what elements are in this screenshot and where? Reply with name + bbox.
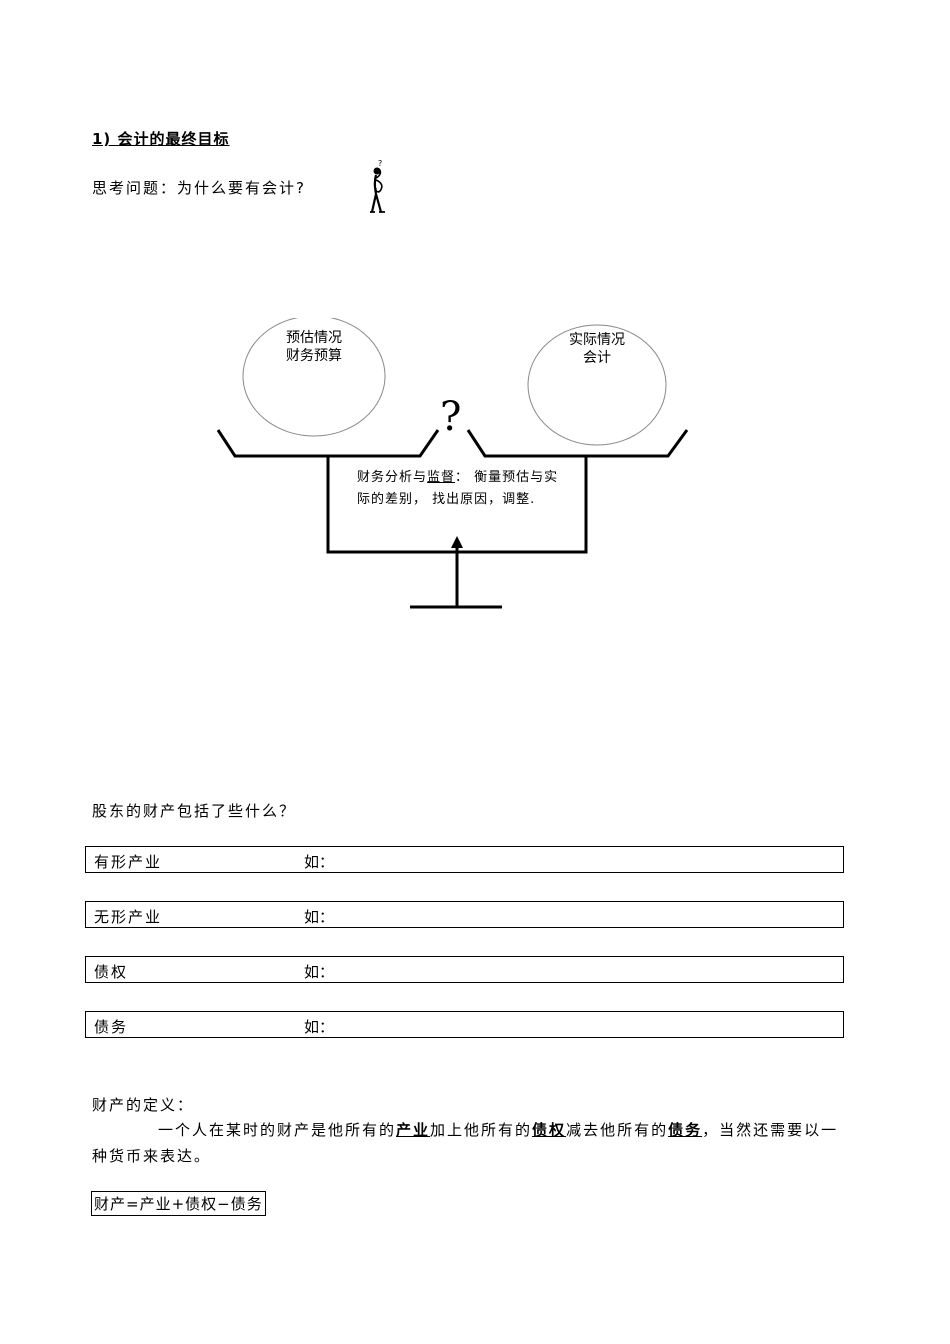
estimate-ellipse: [242, 318, 386, 437]
thinking-question: 思考问题：为什么要有会计?: [92, 179, 306, 197]
svg-text:?: ?: [378, 159, 382, 168]
right-scale-pan: [466, 429, 689, 458]
assets-question: 股东的财产包括了些什么？: [92, 802, 297, 820]
left-scale-pan: [216, 429, 440, 458]
question-mark: ?: [440, 394, 462, 440]
definition-body: 一个人在某时的财产是他所有的产业加上他所有的债权减去他所有的债务，当然还需要以一…: [92, 1121, 839, 1165]
estimate-label: 预估情况 财务预算: [286, 330, 342, 364]
thinking-person-icon: ?: [370, 159, 385, 213]
definition-title: 财产的定义：: [92, 1096, 195, 1114]
balance-diagram: [216, 318, 689, 609]
actual-ellipse: [527, 324, 667, 446]
section-heading: 1) 会计的最终目标: [92, 130, 230, 148]
asset-row-claims: 债权 如：: [85, 956, 844, 983]
asset-row-tangible: 有形产业 如：: [85, 846, 844, 873]
asset-row-debts: 债务 如：: [85, 1011, 844, 1038]
property-formula: 财产=产业+债权−债务: [91, 1191, 266, 1216]
arrow-head: [451, 536, 463, 548]
asset-row-intangible: 无形产业 如：: [85, 901, 844, 928]
actual-label: 实际情况 会计: [569, 332, 625, 366]
center-description: 财务分析与监督： 衡量预估与实际的差别， 找出原因，调整.: [357, 470, 559, 507]
